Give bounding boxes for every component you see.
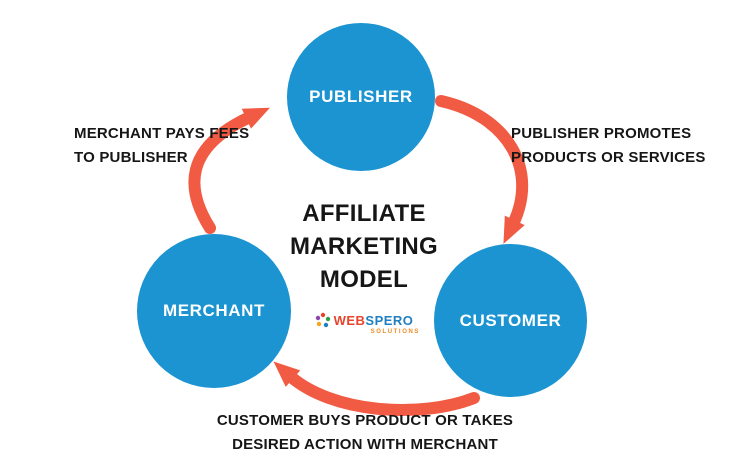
edge-label-line: DESIRED ACTION WITH MERCHANT [232, 436, 498, 453]
publisher-node-label: PUBLISHER [309, 87, 413, 106]
publisher-node: PUBLISHER [287, 23, 435, 171]
customer-node-label: CUSTOMER [459, 310, 562, 330]
arrow-merchant-to-publisher [188, 107, 270, 234]
merchant-node-label: MERCHANT [162, 301, 266, 320]
webspero-logo: WEBSPERO SOLUTIONS [282, 312, 446, 335]
edge-label-line: MERCHANT PAYS FEES [74, 125, 250, 142]
customer-node: CUSTOMER [434, 244, 587, 397]
title-line-3: MODEL [319, 266, 409, 293]
arrow-publisher-to-customer [435, 95, 529, 244]
edge-label-line: PUBLISHER PROMOTES [511, 125, 692, 142]
edge-label-line: TO PUBLISHER [74, 149, 188, 166]
edge-label-publisher-to-customer: PUBLISHER PROMOTES PRODUCTS OR SERVICES [511, 122, 706, 170]
edge-label-merchant-to-publisher: MERCHANT PAYS FEES TO PUBLISHER [74, 122, 269, 170]
merchant-node: MERCHANT [137, 234, 291, 388]
edge-label-customer-to-merchant: CUSTOMER BUYS PRODUCT OR TAKES DESIRED A… [210, 409, 520, 457]
webspero-logo-icon [315, 312, 330, 328]
title-line-1: AFFILIATE [302, 200, 426, 227]
edge-label-line: CUSTOMER BUYS PRODUCT OR TAKES [216, 412, 514, 429]
diagram-title: AFFILIATE MARKETING MODEL [282, 197, 446, 296]
title-line-2: MARKETING [289, 233, 439, 260]
edge-label-line: PRODUCTS OR SERVICES [511, 149, 706, 166]
arrow-customer-to-merchant [273, 361, 480, 416]
logo-tagline: SOLUTIONS [370, 329, 420, 335]
logo-text-web: WEB [333, 312, 366, 328]
logo-text-spero: SPERO [365, 312, 414, 328]
